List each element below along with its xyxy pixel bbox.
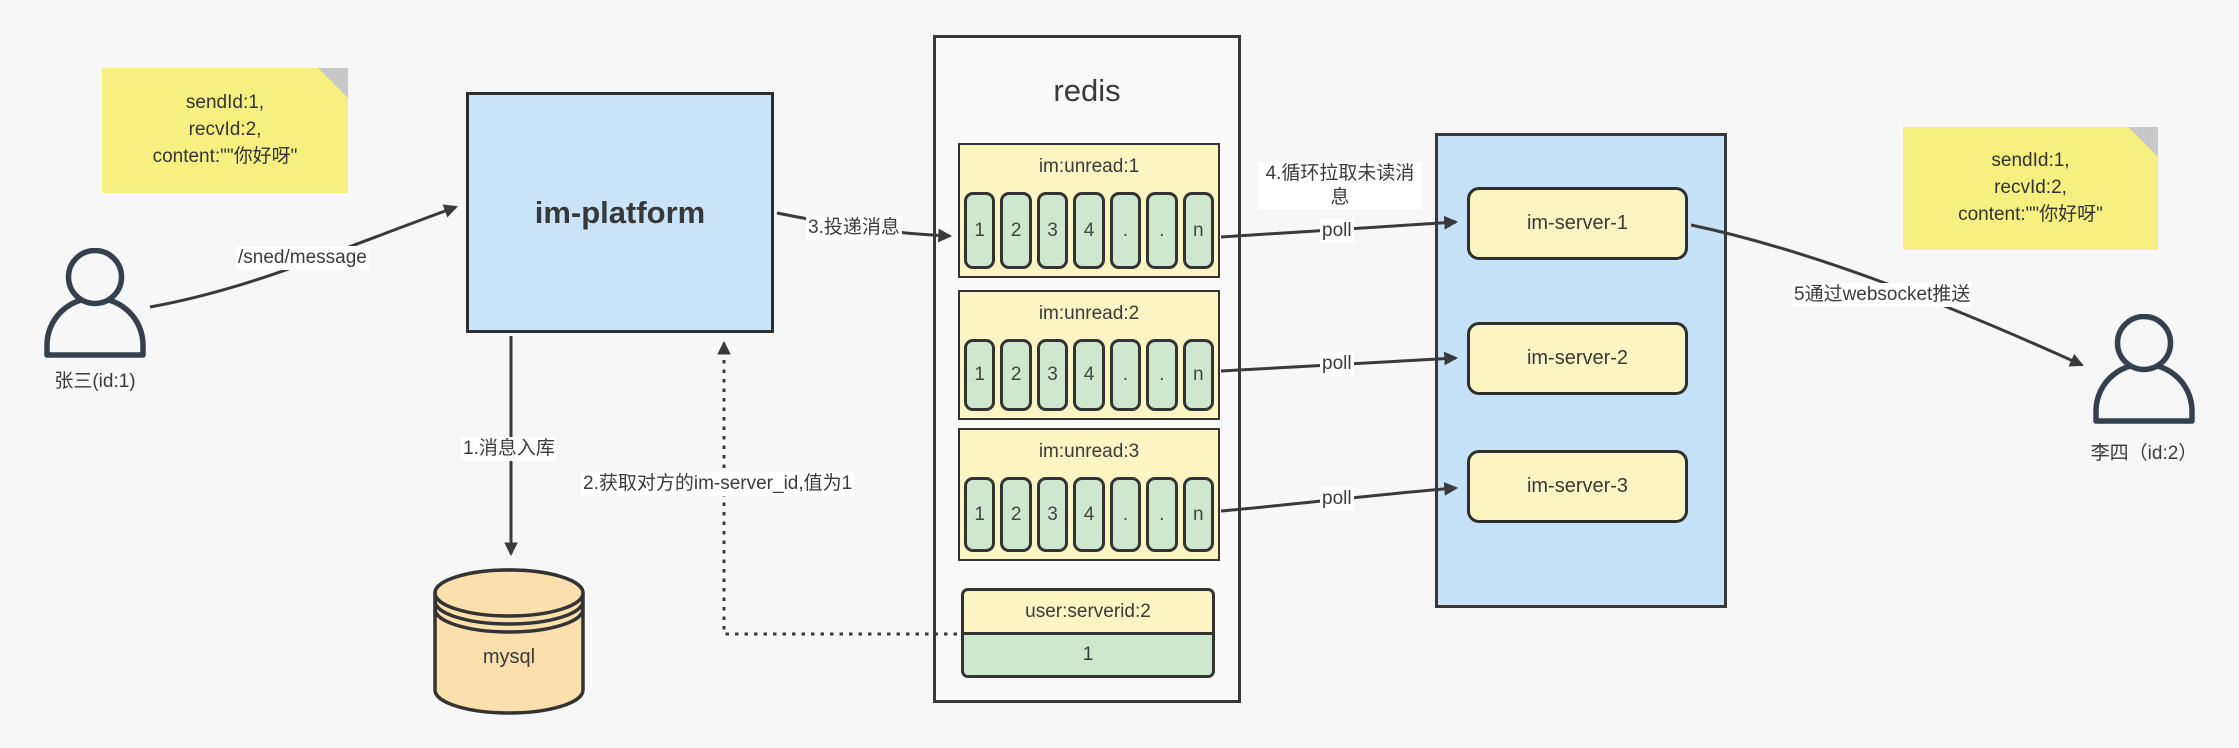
poll-label-1: poll xyxy=(1320,219,1354,243)
cylinder-ring xyxy=(433,600,585,626)
cylinder-top xyxy=(433,568,585,618)
user-serverid-mapping: user:serverid:2 1 xyxy=(961,588,1215,678)
queue-cells: 1 2 3 4 . . n xyxy=(964,192,1214,269)
note-line: content:""你好呀" xyxy=(152,145,298,167)
queue-cell: 3 xyxy=(1036,192,1069,269)
mapping-value: 1 xyxy=(964,635,1212,675)
step5-label: 5通过websocket推送 xyxy=(1792,283,1973,307)
cylinder-ring xyxy=(433,608,585,634)
im-server-3-box: im-server-3 xyxy=(1467,450,1688,523)
queue-cell: 2 xyxy=(1000,192,1032,269)
queue-cell: . xyxy=(1109,192,1142,269)
queue-cell: n xyxy=(1182,339,1214,411)
receiver-label: 李四（id:2） xyxy=(2090,443,2198,464)
mysql-database-icon xyxy=(431,566,587,718)
queue-cell: 1 xyxy=(964,339,996,411)
im-platform-box: im-platform xyxy=(466,92,774,333)
queue-cells: 1 2 3 4 . . n xyxy=(964,339,1214,411)
queue-cell: 4 xyxy=(1073,192,1105,269)
queue-cell: . xyxy=(1109,339,1142,411)
send-message-label: /sned/message xyxy=(236,246,369,270)
queue-cell: 3 xyxy=(1036,339,1069,411)
step2-label: 2.获取对方的im-server_id,值为1 xyxy=(581,472,855,496)
mapping-header: user:serverid:2 xyxy=(964,591,1212,635)
person-body xyxy=(44,295,146,358)
queue-cell: . xyxy=(1146,192,1178,269)
sticky-note-sender: sendId:1, recvId:2, content:""你好呀" xyxy=(102,68,348,193)
note-line: recvId:2, xyxy=(188,119,262,141)
poll-label-3: poll xyxy=(1320,487,1354,511)
queue-cell: . xyxy=(1146,477,1178,552)
queue-cell: n xyxy=(1182,192,1214,269)
step3-label: 3.投递消息 xyxy=(806,216,902,240)
person-body xyxy=(2093,361,2195,424)
note-line: sendId:1, xyxy=(185,92,265,114)
mysql-label: mysql xyxy=(482,646,536,668)
queue-im-unread-1: im:unread:1 1 2 3 4 . . n xyxy=(958,143,1220,278)
sender-label: 张三(id:1) xyxy=(54,371,136,392)
queue-cell: 4 xyxy=(1073,339,1105,411)
queue-cell: 4 xyxy=(1073,477,1105,552)
queue-header: im:unread:1 xyxy=(1038,156,1140,177)
lookup-arrow xyxy=(717,340,957,636)
poll-label-2: poll xyxy=(1320,352,1354,376)
queue-cell: 3 xyxy=(1036,477,1069,552)
note-line: recvId:2, xyxy=(1994,177,2067,199)
note-line: content:""你好呀" xyxy=(1958,203,2103,225)
queue-cell: . xyxy=(1109,477,1142,552)
im-platform-label: im-platform xyxy=(534,194,706,230)
im-server-1-box: im-server-1 xyxy=(1467,187,1688,260)
im-server-2-box: im-server-2 xyxy=(1467,322,1688,395)
person-head xyxy=(2114,313,2174,373)
redis-title: redis xyxy=(1053,73,1121,108)
queue-cell: 2 xyxy=(1000,477,1032,552)
queue-header: im:unread:2 xyxy=(1038,303,1140,324)
queue-cell: 1 xyxy=(964,192,996,269)
sticky-note-receiver: sendId:1, recvId:2, content:""你好呀" xyxy=(1903,127,2158,250)
queue-im-unread-2: im:unread:2 1 2 3 4 . . n xyxy=(958,290,1220,420)
step4-label: 4.循环拉取未读消息 xyxy=(1258,162,1422,210)
queue-cell: 2 xyxy=(1000,339,1032,411)
person-head xyxy=(65,247,125,307)
queue-cell: . xyxy=(1146,339,1178,411)
queue-cell: 1 xyxy=(964,477,996,552)
queue-header: im:unread:3 xyxy=(1038,441,1140,462)
user-icon-sender xyxy=(42,247,148,358)
note-line: sendId:1, xyxy=(1991,150,2070,172)
step1-label: 1.消息入库 xyxy=(461,437,557,461)
queue-cell: n xyxy=(1182,477,1214,552)
user-icon-receiver xyxy=(2091,313,2197,424)
queue-im-unread-3: im:unread:3 1 2 3 4 . . n xyxy=(958,428,1220,561)
queue-cells: 1 2 3 4 . . n xyxy=(964,477,1214,552)
push-arrow xyxy=(1690,223,2084,367)
